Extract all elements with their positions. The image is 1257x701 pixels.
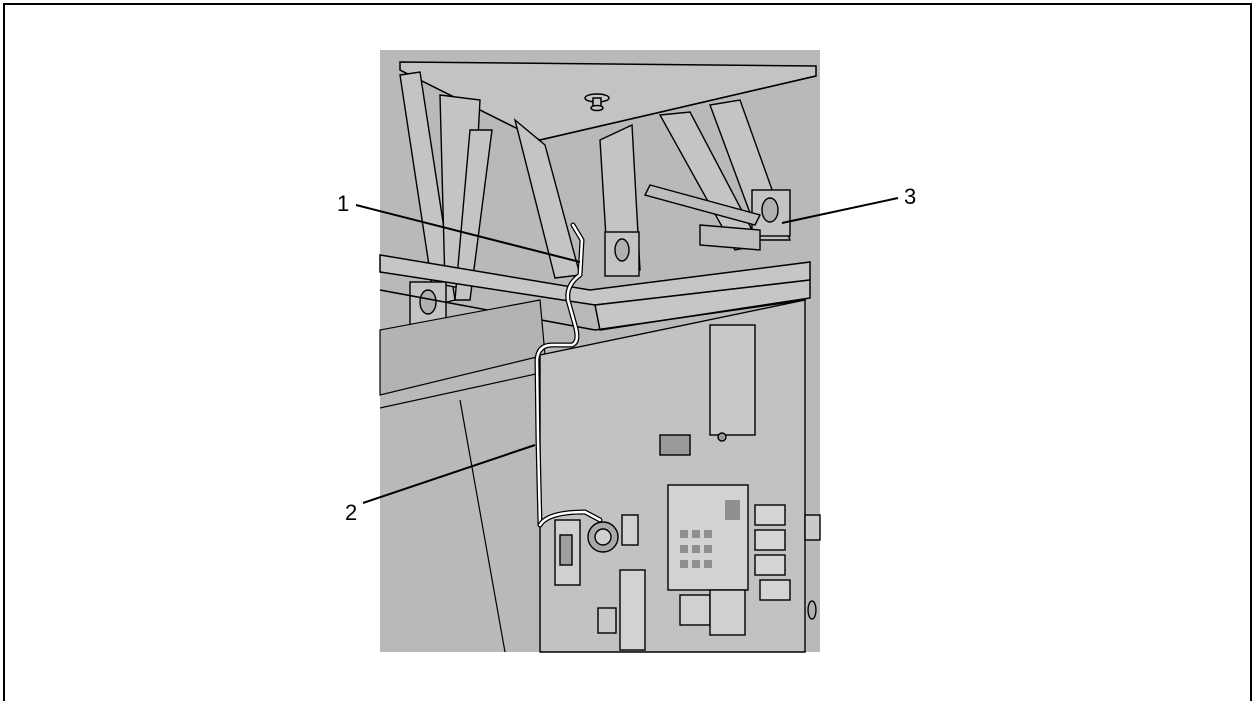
callout-label-2: 2: [345, 500, 358, 525]
frame-beam: [379, 254, 811, 331]
callout-label-1: 1: [337, 191, 350, 216]
leader-line-1: [355, 204, 581, 263]
top-cover-panel: [399, 61, 817, 141]
figure-frame: [3, 3, 1252, 701]
leader-lines: [355, 197, 899, 504]
control-panel: [539, 299, 821, 653]
leader-line-3: [781, 197, 899, 224]
callout-label-3: 3: [904, 184, 917, 209]
cable: [534, 222, 603, 528]
leader-line-2: [362, 444, 536, 504]
